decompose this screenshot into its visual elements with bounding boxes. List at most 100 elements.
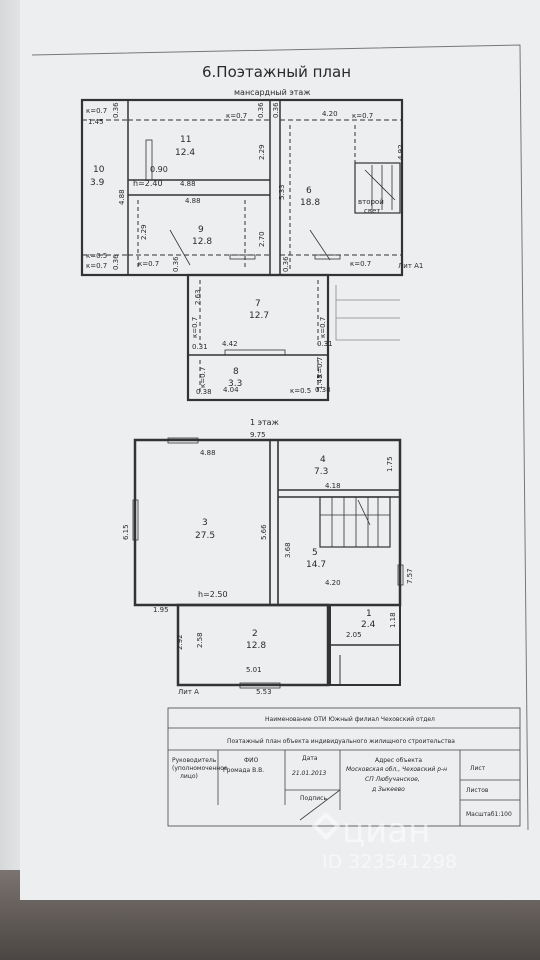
room-5-area: 14.7 xyxy=(306,560,326,570)
floor-plan-drawing: 6.Поэтажный план мансардный этаж xyxy=(31,44,529,831)
opening-k-label: к=0.7 xyxy=(316,357,324,378)
room-6-area: 18.8 xyxy=(300,198,320,208)
window xyxy=(132,499,139,541)
dimension-label: 4.88 xyxy=(180,180,196,188)
room-8-area: 3.3 xyxy=(228,379,242,389)
attic-lit-label: Лит А1 xyxy=(398,262,423,270)
dimension-label: 0.90 xyxy=(150,165,168,174)
room-11-area: 12.4 xyxy=(175,148,195,158)
dimension-label: 3.68 xyxy=(284,542,292,558)
window xyxy=(239,682,281,689)
dimension-label: 1.75 xyxy=(386,456,394,472)
stamp-sheet: Лист xyxy=(470,765,486,772)
dimension-label: 2.92 xyxy=(176,634,184,650)
dimension-label: 0.38 xyxy=(315,386,331,394)
stamp-date-label: Дата xyxy=(302,755,318,762)
watermark-brand: циан xyxy=(342,811,430,851)
opening-k-label: к=0.5 xyxy=(86,252,107,260)
stamp-fio-label: ФИО xyxy=(244,757,259,764)
stamp-org: Наименование ОТИ Южный филиал Чеховский … xyxy=(265,716,435,723)
dimension-label: 2.58 xyxy=(196,632,204,648)
dimension-label: 6.15 xyxy=(122,524,130,540)
opening-k-label: к=0.7 xyxy=(199,367,207,388)
first-height: h=2.50 xyxy=(198,590,228,599)
room-11-number: 11 xyxy=(180,135,191,145)
opening-k-label: к=0.7 xyxy=(86,107,107,115)
opening-k-label: к=0.7 xyxy=(138,260,159,268)
dimension-label: 4.04 xyxy=(223,386,239,394)
room-7-number: 7 xyxy=(255,299,261,309)
room-8-number: 8 xyxy=(233,367,239,377)
window xyxy=(229,254,256,260)
dimension-label: 4.88 xyxy=(185,197,201,205)
terrace xyxy=(335,285,400,341)
stamp-sheets: Листов xyxy=(466,787,489,794)
room-5-number: 5 xyxy=(312,548,318,558)
plan-heading: 6.Поэтажный план xyxy=(202,63,351,81)
dimension-label: 0.36 xyxy=(172,256,180,272)
stamp-scale: Масштаб1:100 xyxy=(466,811,512,818)
dimension-label: 5.66 xyxy=(260,524,268,540)
room-1-number: 1 xyxy=(366,609,372,619)
first-lower-wall xyxy=(176,603,330,687)
attic-stair-steps xyxy=(364,165,396,210)
attic-plan xyxy=(80,98,404,402)
window xyxy=(145,139,153,181)
stamp-address: СП Любучанское, xyxy=(365,776,420,783)
dimension-label: 1.45 xyxy=(88,118,104,126)
dimension-label: 5.53 xyxy=(256,688,272,696)
opening-k-label: к=0.7 xyxy=(350,260,371,268)
dimension-label: 2.05 xyxy=(346,631,362,639)
stamp-head: (уполномоченное xyxy=(172,765,228,772)
room-3-area: 27.5 xyxy=(195,531,215,541)
dimension-label: 4.20 xyxy=(325,579,341,587)
dimension-label: 5.01 xyxy=(246,666,262,674)
dimension-label: 0.38 xyxy=(196,388,212,396)
dimension-label: 9.75 xyxy=(250,431,266,439)
attic-stair xyxy=(354,162,401,214)
first-lit-label: Лит А xyxy=(178,688,199,696)
stamp-head: лицо) xyxy=(180,773,198,780)
room-1-area: 2.4 xyxy=(361,620,376,630)
stamp-sign-label: Подпись xyxy=(300,795,327,802)
opening-k-label: к=0.7 xyxy=(352,112,373,120)
dimension-label: 4.18 xyxy=(325,482,341,490)
room-2-area: 12.8 xyxy=(246,641,266,651)
title-block xyxy=(167,707,521,827)
dimension-label: 2.29 xyxy=(258,144,266,160)
opening-k-label: к=0.7 xyxy=(226,112,247,120)
room-10-area: 3.9 xyxy=(90,178,105,188)
dimension-label: 2.29 xyxy=(140,224,148,240)
stamp-address: Московская обл., Чеховский р-н xyxy=(346,766,447,773)
room-9-area: 12.8 xyxy=(192,237,212,247)
room-9-number: 9 xyxy=(198,225,204,235)
second-light-label: второй xyxy=(358,198,384,206)
stamp-address: д Зыкеево xyxy=(371,786,405,793)
room-6-number: 6 xyxy=(306,186,312,196)
dimension-label: 2.70 xyxy=(258,231,266,247)
dimension-label: 1.95 xyxy=(153,606,169,614)
dimension-label: 7.57 xyxy=(406,568,414,584)
room-4-area: 7.3 xyxy=(314,467,328,477)
opening-k-label: к=0.7 xyxy=(319,317,327,338)
room-3-number: 3 xyxy=(202,518,208,528)
room-2-number: 2 xyxy=(252,629,258,639)
stamp-address-label: Адрес объекта xyxy=(375,757,422,764)
room-4-number: 4 xyxy=(320,455,326,465)
attic-title: мансардный этаж xyxy=(234,88,311,97)
window xyxy=(167,437,199,444)
watermark-id: ID 323541298 xyxy=(322,851,457,873)
dimension-label: 0.31 xyxy=(317,340,333,348)
first-stair xyxy=(319,496,391,548)
stamp-doc: Поэтажный план объекта индивидуального ж… xyxy=(227,738,455,745)
opening-k-label: к=0.5 xyxy=(290,387,311,395)
second-light-label: свет xyxy=(364,207,380,215)
window xyxy=(314,254,341,260)
window xyxy=(397,564,404,586)
stamp-head: Руководитель xyxy=(172,757,217,764)
signature-mark xyxy=(299,789,341,821)
cian-logo-icon xyxy=(311,811,341,841)
dimension-label: 0.36 xyxy=(282,256,290,272)
dimension-label: 0.36 xyxy=(272,102,280,118)
